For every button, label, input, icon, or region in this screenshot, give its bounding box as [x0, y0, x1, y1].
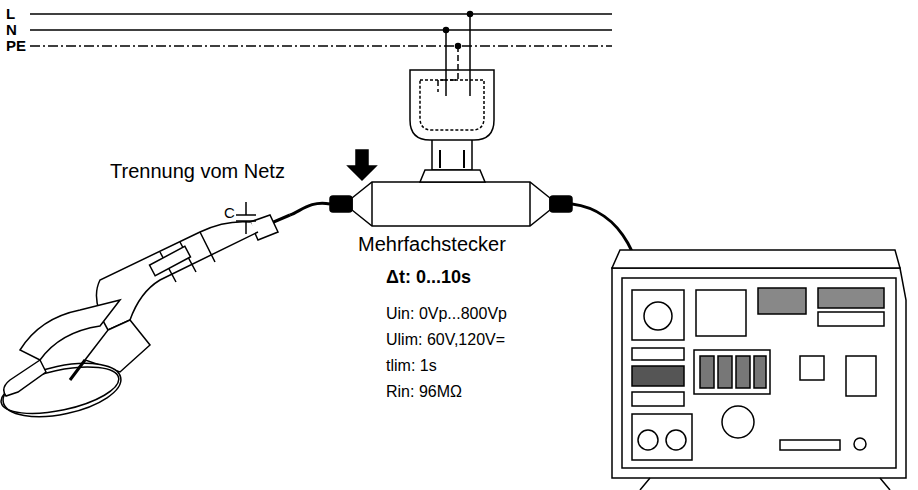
- cable: [290, 203, 330, 215]
- wire: [438, 46, 458, 92]
- pe-line: [30, 45, 612, 47]
- spec-text: Δt: 0...10s: [386, 268, 471, 288]
- line-name: L: [6, 6, 15, 23]
- socket-inner: [420, 80, 484, 130]
- spec-text: Ulim: 60V,120V=: [386, 331, 505, 349]
- plug-pin: [463, 150, 465, 168]
- plug-pin: [439, 150, 441, 168]
- multi-plug-edge: [529, 182, 531, 226]
- phase-line: [30, 13, 612, 15]
- plug-neck: [432, 140, 472, 170]
- spec-text: Rin: 96MΩ: [386, 383, 462, 401]
- cable-plug: [330, 196, 352, 212]
- socket-outline: [410, 70, 494, 140]
- line-name: PE: [6, 38, 26, 55]
- multi-plug-top: [420, 170, 485, 182]
- component-name: C: [224, 205, 235, 222]
- multi-plug-edge: [371, 182, 373, 226]
- multi-plug-body: [352, 182, 550, 226]
- spec-text: Uin: 0Vp...800Vp: [386, 305, 507, 323]
- separation-arrow: [348, 150, 376, 180]
- line-name: N: [6, 22, 17, 39]
- neutral-line: [30, 29, 612, 31]
- note-text: Trennung vom Netz: [110, 160, 285, 182]
- wire: [445, 30, 447, 96]
- tester-device: [612, 250, 906, 490]
- spec-text: tlim: 1s: [386, 357, 437, 375]
- part-name: Mehrfachstecker: [358, 233, 506, 255]
- cable-plug: [550, 196, 572, 212]
- wire: [469, 14, 471, 96]
- angle-grinder: [0, 202, 290, 426]
